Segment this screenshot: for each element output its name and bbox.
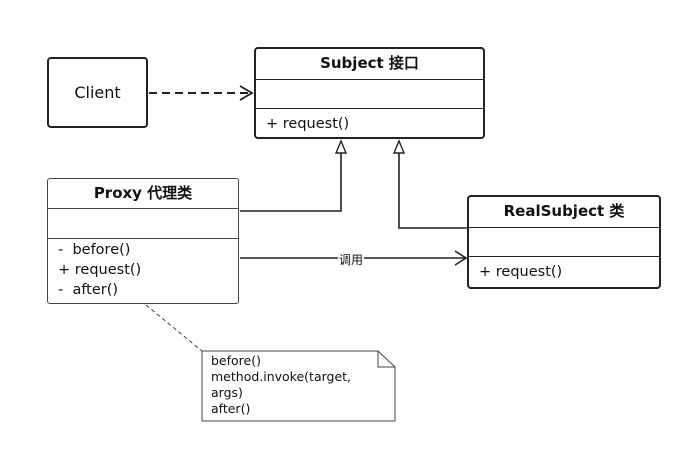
subject-interface-box: Subject 接口 + request()	[254, 47, 485, 139]
subject-operations-section: + request()	[256, 109, 483, 134]
note-line: after()	[211, 401, 251, 416]
real-realization-arrowhead	[392, 139, 406, 154]
proxy-realization-line	[240, 152, 342, 212]
realsubject-operation: + request()	[479, 264, 563, 280]
note-content: before() method.invoke(target, args) aft…	[211, 353, 391, 417]
note-fold	[377, 351, 395, 368]
real-realization-line	[398, 153, 467, 229]
proxy-operation-before: - before()	[58, 242, 131, 258]
call-association-arrowhead	[454, 250, 468, 266]
subject-title: Subject 接口	[256, 49, 483, 80]
proxy-title: Proxy 代理类	[48, 179, 238, 209]
proxy-operation-after: - after()	[58, 282, 119, 298]
realsubject-class-box: RealSubject 类 + request()	[467, 195, 661, 289]
note-line: before()	[211, 353, 261, 368]
realsubject-attributes-section	[469, 228, 659, 257]
subject-operation: + request()	[266, 116, 350, 132]
note-shape	[201, 350, 396, 422]
proxy-operation-request: + request()	[58, 262, 142, 278]
call-association-label: 调用	[338, 251, 365, 268]
client-box: Client	[47, 57, 148, 128]
proxy-realization-arrowhead	[334, 139, 348, 154]
client-label: Client	[74, 83, 121, 102]
note-anchor-line	[145, 304, 209, 357]
realsubject-title: RealSubject 类	[469, 197, 659, 228]
note-line: method.invoke(target,	[211, 369, 352, 384]
proxy-class-box: Proxy 代理类 - before() + request() - after…	[47, 178, 239, 304]
note-line: args)	[211, 385, 243, 400]
realsubject-operations-section: + request()	[469, 257, 659, 282]
dependency-arrowhead	[239, 85, 254, 101]
proxy-attributes-section	[48, 209, 238, 239]
proxy-operations-section: - before() + request() - after()	[48, 239, 238, 300]
subject-attributes-section	[256, 80, 483, 109]
